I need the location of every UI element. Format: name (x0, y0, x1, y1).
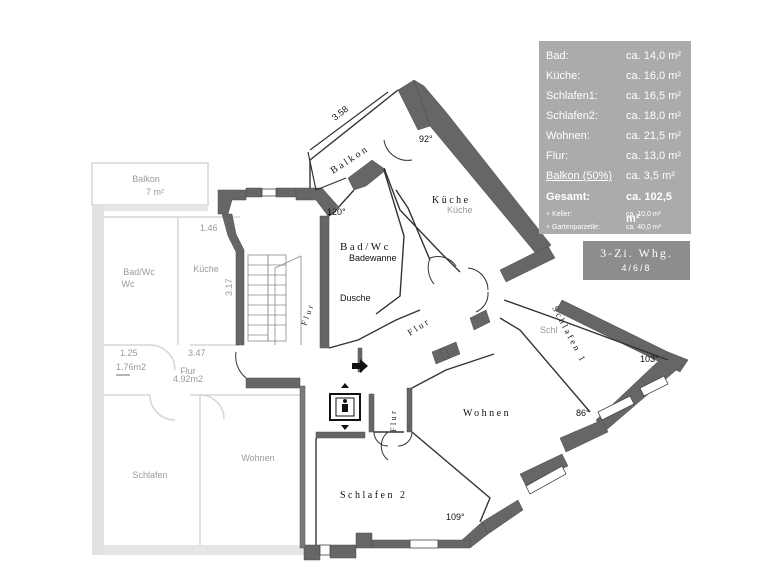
ghost-dim-176: 1.76m2 (116, 362, 146, 372)
bad-wc-label: Bad/Wc (340, 241, 391, 253)
area-row-keller: + Keller: ca. 10,0 m² (546, 208, 685, 221)
balkon-dimension: 3.58 (330, 104, 350, 123)
angle-92: 92° (419, 134, 433, 144)
extra-label: + Keller: (546, 211, 572, 218)
area-row-schlafen1: Schlafen1: ca. 16,5 m² (546, 86, 685, 106)
ghost-dim-317: 3.17 (224, 278, 234, 296)
area-row-schlafen2: Schlafen2: ca. 18,0 m² (546, 106, 685, 126)
ghost-dim-146: 1.46 (200, 223, 218, 233)
windows (261, 188, 669, 556)
area-label: Schlafen2: (546, 110, 598, 122)
area-row-flur: Flur: ca. 13,0 m² (546, 146, 685, 166)
area-value: ca. 13,0 m² (626, 150, 682, 162)
angle-86: 86° (576, 408, 590, 418)
wohnen-label: Wohnen (463, 408, 511, 419)
ghost-wohnen-label: Wohnen (241, 453, 274, 463)
ghost-flur-label: Flur (180, 366, 196, 376)
area-label: Küche: (546, 70, 581, 82)
ghost-bad-sub: Wc (122, 279, 135, 289)
area-row-bad: Bad: ca. 14,0 m² (546, 46, 685, 66)
flur-stair-label: Flur (299, 302, 315, 327)
flur-label: Flur (406, 316, 432, 338)
area-value: ca. 16,5 m² (626, 90, 682, 102)
ghost-schlafen-label: Schlafen (132, 470, 167, 480)
doors (235, 139, 489, 461)
ghost-kueche-label: Küche (193, 264, 219, 274)
badge-subtitle: 4/6/8 (621, 263, 652, 273)
apartment-walls (217, 79, 689, 561)
ghost-dim-347: 3.47 (188, 348, 206, 358)
angle-103: 103° (640, 354, 659, 364)
entrance-arrow-icon (352, 359, 368, 373)
balkon-outline (307, 91, 389, 191)
kueche-label: Küche (432, 195, 471, 206)
area-label: Flur: (546, 150, 568, 162)
area-value: ca. 21,5 m² (626, 130, 682, 142)
total-label: Gesamt: (546, 191, 591, 203)
area-row-garten: + Gartenparzelle: ca. 40,0 m² (546, 221, 685, 234)
schlafen2-label: Schlafen 2 (340, 490, 408, 501)
dusche-label: Dusche (340, 293, 371, 303)
area-row-wohnen: Wohnen: ca. 21,5 m² (546, 126, 685, 146)
area-table: Bad: ca. 14,0 m² Küche: ca. 16,0 m² Schl… (539, 41, 691, 234)
kueche-sublabel: Küche (447, 205, 473, 215)
ghost-dim-125: 1.25 (120, 348, 138, 358)
ghost-flur-area: 4.92m2 (173, 374, 203, 384)
staircase (247, 254, 302, 345)
interior-walls (309, 89, 669, 545)
ghost-balkon-area: 7 m² (146, 187, 164, 197)
badewanne-label: Badewanne (349, 253, 397, 263)
area-label: Bad: (546, 50, 569, 62)
flur-vertical-label: Flur (389, 409, 398, 432)
area-row-balkon: Balkon (50%) ca. 3,5 m² (546, 166, 685, 186)
area-label: Balkon (50%) (546, 170, 613, 182)
extra-value: ca. 10,0 m² (626, 211, 662, 218)
area-value: ca. 14,0 m² (626, 50, 682, 62)
area-value: ca. 3,5 m² (626, 170, 675, 182)
ghost-bad-label: Bad/Wc (123, 267, 155, 277)
schlafen1-sublabel: Schl (540, 325, 558, 335)
angle-120: 120° (327, 207, 346, 217)
area-value: ca. 18,0 m² (626, 110, 682, 122)
area-label: Schlafen1: (546, 90, 598, 102)
extra-value: ca. 40,0 m² (626, 224, 662, 231)
ghost-balkon-label: Balkon (132, 174, 160, 184)
elevator-icon (329, 383, 361, 430)
total-value: ca. 102,5 m² (626, 191, 672, 225)
area-row-kueche: Küche: ca. 16,0 m² (546, 66, 685, 86)
apartment-badge: 3-Zi. Whg. 4/6/8 (583, 241, 690, 280)
badge-title: 3-Zi. Whg. (600, 246, 673, 260)
extra-label: + Gartenparzelle: (546, 224, 600, 231)
angle-109: 109° (446, 512, 465, 522)
area-label: Wohnen: (546, 130, 590, 142)
neighbour-apartment (91, 162, 304, 555)
area-row-total: Gesamt: ca. 102,5 m² (546, 186, 685, 225)
area-value: ca. 16,0 m² (626, 70, 682, 82)
